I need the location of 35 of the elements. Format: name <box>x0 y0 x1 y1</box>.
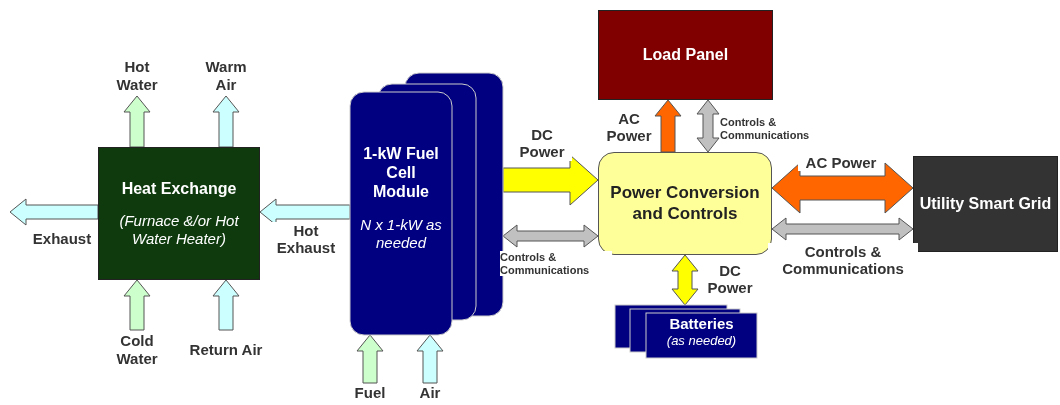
block-arrow <box>771 162 914 214</box>
block-arrow <box>671 254 699 306</box>
node-title: Utility Smart Grid <box>919 194 1052 214</box>
node-title: Hot Water <box>115 58 159 94</box>
node-title: Heat Exchange <box>121 178 237 199</box>
heat-exchange-box <box>98 147 260 280</box>
block-arrow <box>502 154 599 206</box>
block-arrow <box>9 198 99 226</box>
utility-grid-box <box>913 156 1058 252</box>
node-title: Warm Air <box>204 58 248 94</box>
block-arrow <box>123 279 151 331</box>
block-arrow <box>654 99 682 153</box>
node-title: 1-kW Fuel Cell Module <box>362 144 440 202</box>
node-title: Cold Water <box>115 332 159 368</box>
block-arrow <box>212 95 240 148</box>
edge-label: Controls & Communications <box>500 251 612 277</box>
battery-stack <box>615 305 757 358</box>
block-arrow <box>356 334 384 384</box>
node-note: (Furnace &/or Hot Water Heater) <box>118 212 240 249</box>
node-title: Batteries <box>668 315 735 333</box>
node-note: (as needed) <box>665 333 738 349</box>
node-note: N x 1-kW as needed <box>359 215 443 252</box>
power-conversion-box <box>598 152 772 255</box>
block-arrow <box>123 95 151 148</box>
block-arrow <box>212 279 240 331</box>
node-title: Power Conversion and Controls <box>609 183 761 224</box>
node-title: Air <box>419 384 441 402</box>
node-title: Fuel <box>354 384 386 402</box>
block-arrow <box>416 334 444 384</box>
node-title: Return Air <box>189 341 263 359</box>
block-arrow <box>502 224 599 248</box>
block-arrow <box>696 99 720 153</box>
load-panel-box <box>598 10 773 100</box>
node-title: Load Panel <box>642 45 729 65</box>
block-arrow <box>771 217 914 241</box>
